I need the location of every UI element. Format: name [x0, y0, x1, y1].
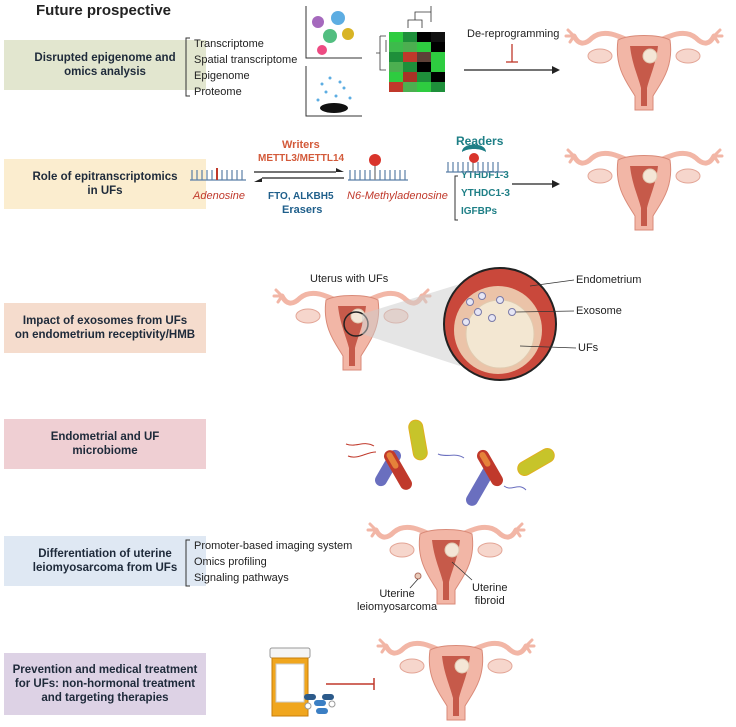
section-label-leiomyosarcoma: Differentiation of uterine leiomyosarcom… [32, 548, 178, 574]
uterus-illustration-1 [566, 30, 722, 110]
section-label-microbiome: Endometrial and UF microbiome [50, 431, 160, 457]
section-box-epitranscriptomics: Role of epitranscriptomics in UFs [4, 159, 206, 209]
uterus-with-ufs-label: Uterus with UFs [310, 273, 389, 285]
fibroid-label: Uterine fibroid [472, 582, 508, 607]
omics-item: Proteome [194, 86, 242, 98]
reader-protein [462, 144, 486, 152]
section-label-exosomes: Impact of exosomes from UFs on endometri… [14, 315, 196, 341]
section-label-treatment: Prevention and medical treatment for UFs… [12, 664, 198, 704]
cluster-plot [305, 6, 362, 59]
differentiation-item: Promoter-based imaging system [194, 540, 353, 552]
section-label-omics: Disrupted epigenome and omics analysis [34, 52, 176, 78]
rna-m6a [348, 164, 408, 181]
leiomyosarcoma-label: Uterine leiomyosarcoma [357, 588, 438, 613]
section-box-leiomyosarcoma: Differentiation of uterine leiomyosarcom… [4, 536, 206, 586]
reader-item: YTHDF1-3 [461, 170, 509, 181]
pills [304, 694, 336, 714]
adenosine-label: Adenosine [193, 190, 245, 202]
m6a-mark [369, 154, 381, 166]
differentiation-item: Omics profiling [194, 556, 267, 568]
erasers-enzymes: FTO, ALKBH5 [268, 191, 334, 202]
zoom-cone [362, 284, 460, 366]
reader-item: YTHDC1-3 [461, 188, 510, 199]
bacteria-group [345, 419, 555, 506]
exosome-label: Exosome [576, 305, 622, 317]
pill-bottle [269, 647, 311, 717]
omics-item: Transcriptome [194, 38, 264, 50]
differentiation-list: Promoter-based imaging system Omics prof… [194, 538, 352, 586]
reader-item: IGFBPs [461, 206, 498, 217]
section-box-microbiome: Endometrial and UF microbiome [4, 419, 206, 469]
writers-title: Writers [282, 139, 320, 151]
uterus-illustration-2 [566, 150, 722, 230]
omics-item: Epigenome [194, 70, 250, 82]
m6a-label: N6-Methyladenosine [347, 190, 448, 202]
section-box-omics: Disrupted epigenome and omics analysis [4, 40, 206, 90]
heatmap [376, 6, 445, 92]
erasers-title: Erasers [282, 204, 323, 216]
omics-list: Transcriptome Spatial transcriptome Epig… [194, 36, 297, 100]
rna-adenosine [190, 168, 246, 181]
differentiation-item: Signaling pathways [194, 572, 289, 584]
omics-item: Spatial transcriptome [194, 54, 298, 66]
uterus-illustration-6 [378, 640, 534, 720]
readers-title: Readers [456, 134, 504, 148]
section-box-treatment: Prevention and medical treatment for UFs… [4, 653, 206, 715]
endometrium-label: Endometrium [576, 274, 642, 286]
section-box-exosomes: Impact of exosomes from UFs on endometri… [4, 303, 206, 353]
volcano-plot [305, 66, 362, 117]
ufs-label: UFs [578, 342, 599, 354]
figure-title: Future prospective [36, 2, 172, 19]
dereprogramming-label: De-reprogramming [467, 28, 560, 40]
section-label-epitranscriptomics: Role of epitranscriptomics in UFs [32, 171, 178, 197]
writers-enzymes: METTL3/METTL14 [258, 153, 345, 164]
uterus-illustration-5 [368, 524, 524, 604]
